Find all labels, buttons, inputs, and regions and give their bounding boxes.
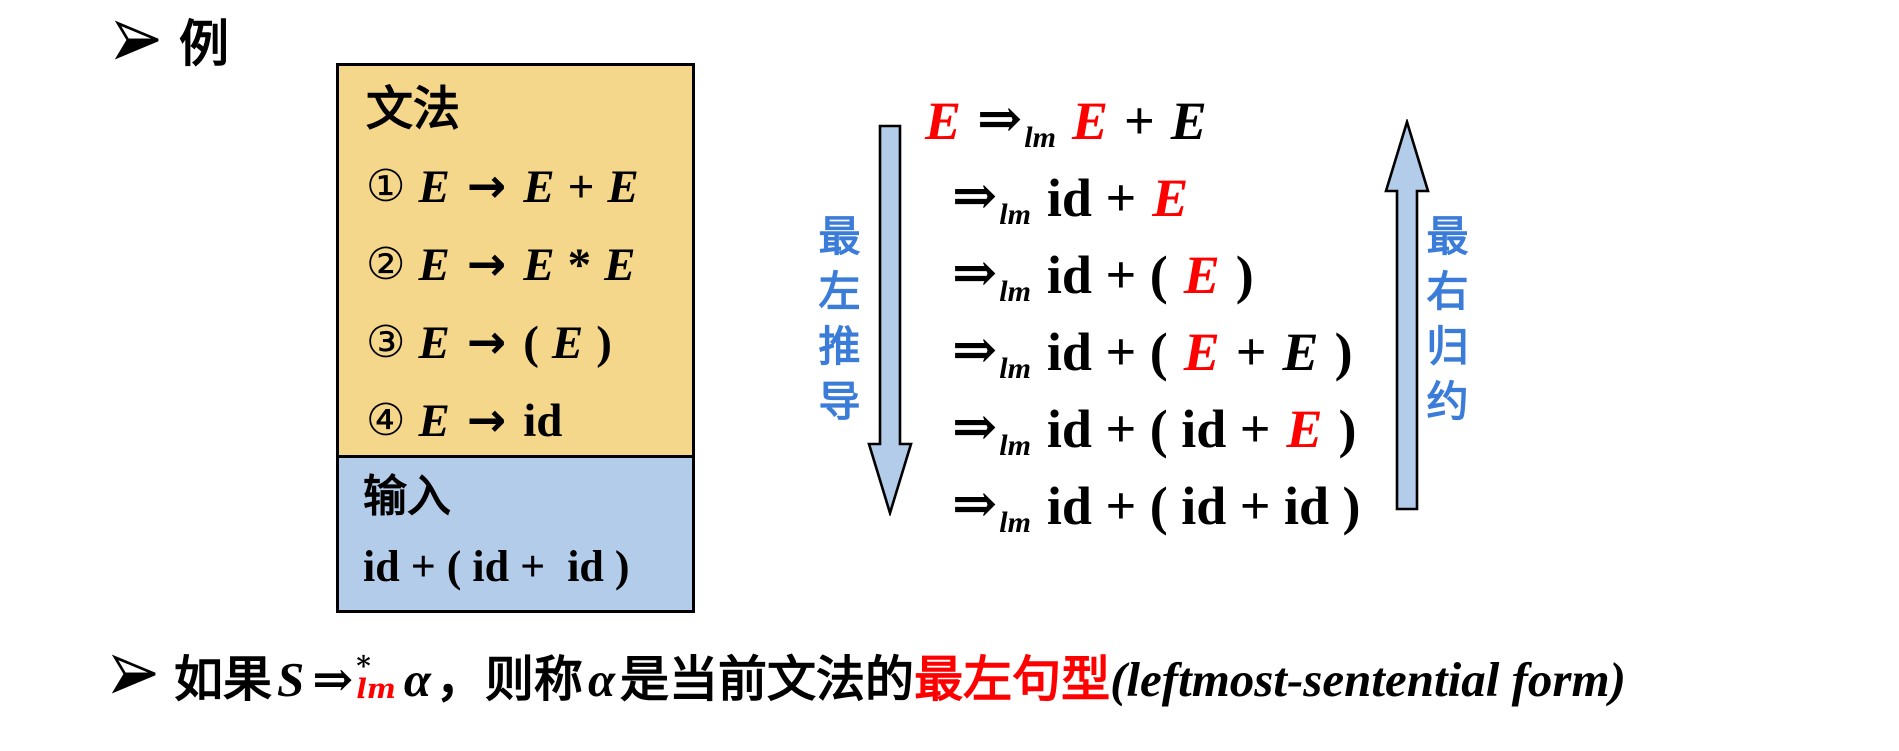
down-arrow	[867, 124, 913, 516]
derives-arrow-icon: ⇒lm	[952, 471, 1031, 539]
derives-arrow-icon: ⇒lm	[952, 317, 1031, 385]
production-number: ③	[366, 317, 406, 368]
input-string: id + ( id + id )	[363, 542, 630, 591]
arrowhead-bullet-icon	[113, 20, 163, 60]
derives-arrow-icon: ⇒lm	[952, 240, 1031, 308]
grammar-title: 文法	[366, 84, 460, 136]
production-number: ①	[366, 161, 406, 212]
derives-star-lm-arrow: ⇒*lm	[312, 649, 396, 708]
production-number: ④	[366, 395, 406, 446]
up-arrow	[1384, 119, 1430, 511]
derives-arrow-icon: ⇒lm	[952, 163, 1031, 231]
production-number: ②	[366, 239, 406, 290]
produces-arrow-icon: →	[466, 159, 507, 214]
derives-arrow-icon: ⇒lm	[977, 86, 1056, 154]
produces-arrow-icon: →	[466, 237, 507, 292]
example-bullet-row: 例	[113, 4, 229, 76]
produces-arrow-icon: →	[466, 393, 507, 448]
rightmost-reduction-label: 最右归约	[1420, 214, 1466, 434]
leftmost-derivation-label: 最左推导	[812, 214, 858, 434]
input-section: 输入 id + ( id + id )	[336, 455, 695, 613]
derives-arrow-icon: ⇒lm	[952, 394, 1031, 462]
arrowhead-bullet-icon	[110, 654, 160, 694]
produces-arrow-icon: →	[466, 315, 507, 370]
example-label: 例	[179, 16, 229, 72]
input-title: 输入	[363, 472, 451, 521]
